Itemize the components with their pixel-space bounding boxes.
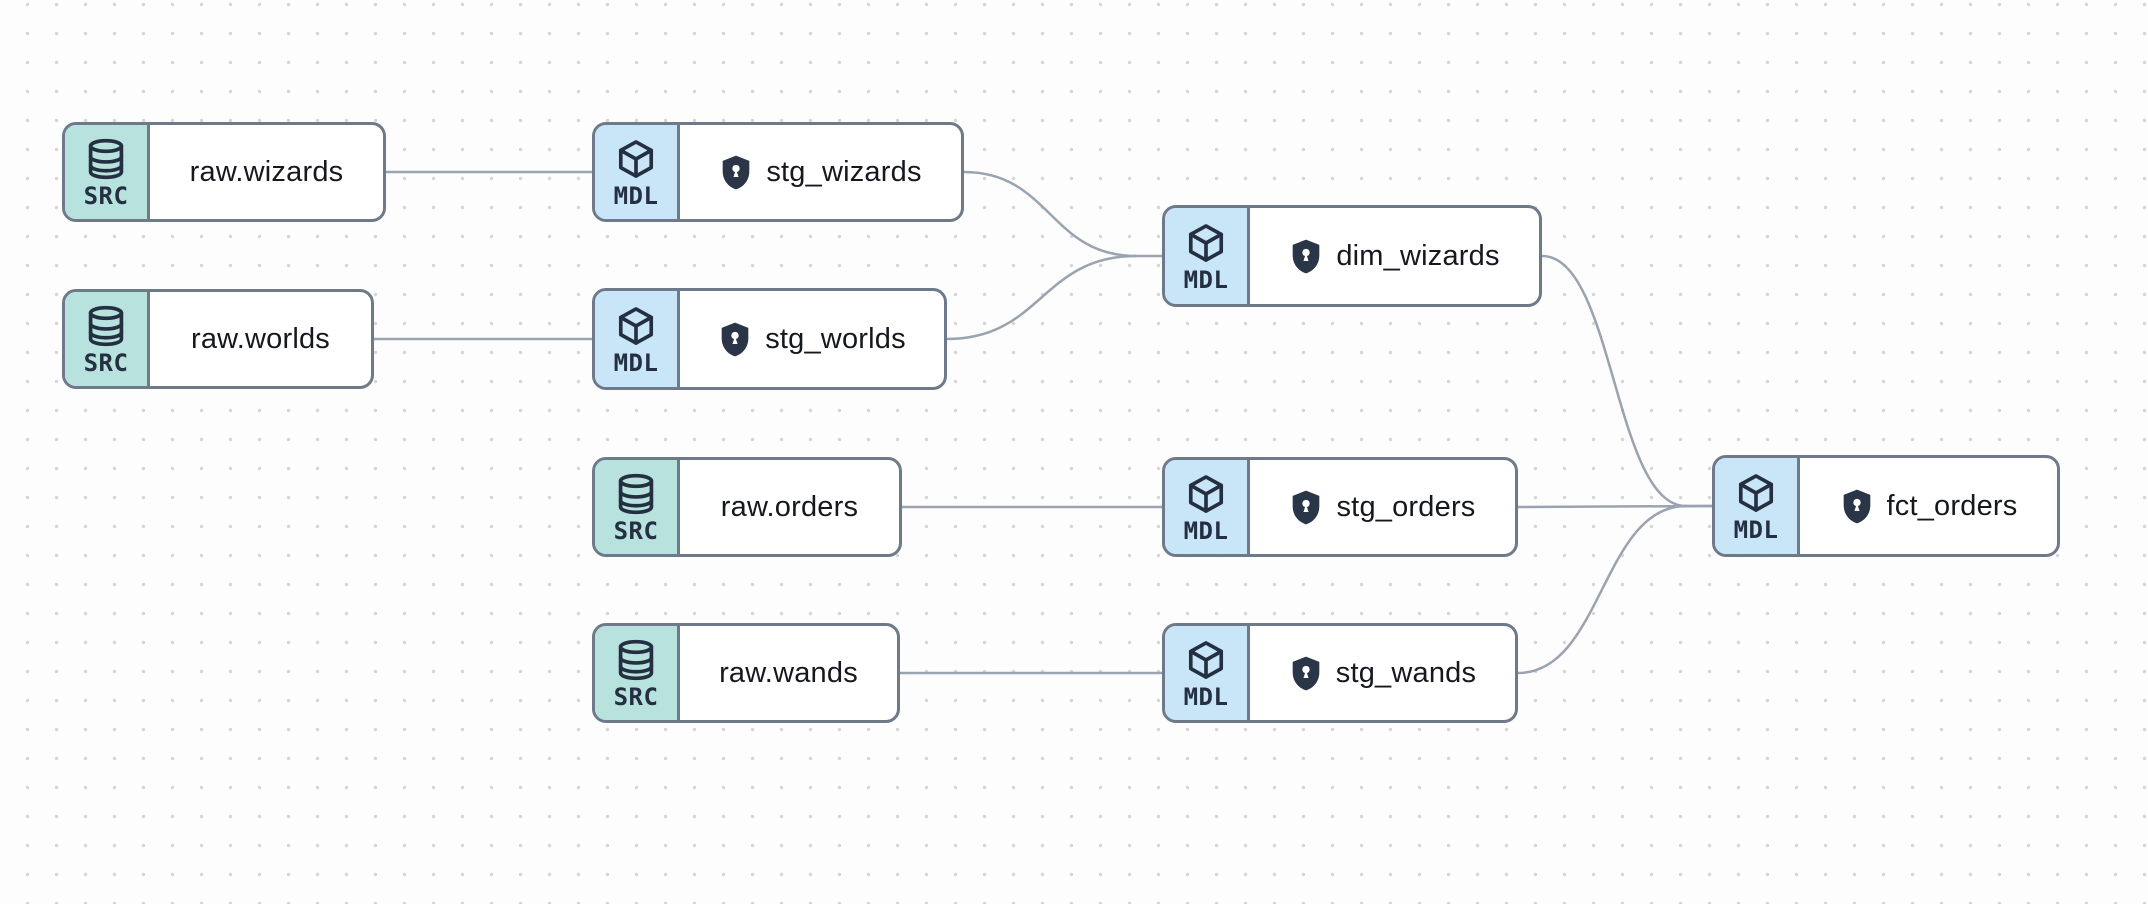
node-body: stg_orders bbox=[1250, 460, 1515, 554]
node-body: dim_wizards bbox=[1250, 208, 1539, 304]
node-body: raw.worlds bbox=[150, 292, 371, 386]
shield-lock-icon bbox=[721, 322, 749, 356]
node-type-label: SRC bbox=[83, 181, 129, 210]
node-title: dim_wizards bbox=[1336, 239, 1500, 272]
node-type-badge: MDL bbox=[1165, 460, 1250, 554]
node-title: raw.wizards bbox=[189, 155, 344, 188]
cube-icon bbox=[1188, 474, 1224, 513]
node-body: raw.wizards bbox=[150, 125, 383, 219]
cube-icon bbox=[618, 306, 654, 345]
node-type-badge: SRC bbox=[65, 292, 150, 386]
edge-stg-worlds-to-dim-wizards bbox=[945, 254, 1138, 341]
node-type-badge: SRC bbox=[65, 125, 150, 219]
node-body: raw.wands bbox=[680, 626, 897, 720]
edge-stg-wizards-to-dim-wizards bbox=[962, 170, 1138, 258]
database-icon bbox=[618, 473, 654, 514]
node-title: stg_wizards bbox=[766, 155, 922, 188]
node-title: stg_orders bbox=[1336, 490, 1476, 523]
cube-icon bbox=[1738, 473, 1774, 512]
node-type-label: MDL bbox=[1183, 682, 1229, 711]
node-type-label: MDL bbox=[1733, 515, 1779, 544]
edge-stg-wands-to-fct-orders bbox=[1516, 504, 1688, 675]
node-type-label: MDL bbox=[613, 348, 659, 377]
node-type-badge: MDL bbox=[1165, 208, 1250, 304]
node-type-label: SRC bbox=[613, 516, 659, 545]
node-title: fct_orders bbox=[1886, 489, 2018, 522]
node-title: stg_wands bbox=[1335, 656, 1477, 689]
node-title: raw.worlds bbox=[191, 322, 330, 355]
cube-icon bbox=[1188, 223, 1224, 262]
shield-lock-icon bbox=[723, 155, 750, 189]
node-type-badge: SRC bbox=[595, 626, 680, 720]
node-stg-wizards[interactable]: MDL stg_wizards bbox=[592, 122, 964, 222]
node-type-label: SRC bbox=[613, 682, 659, 711]
node-raw-worlds[interactable]: SRC raw.worlds bbox=[62, 289, 374, 389]
shield-lock-icon bbox=[1292, 656, 1320, 690]
node-type-label: MDL bbox=[1183, 516, 1229, 545]
node-type-badge: MDL bbox=[595, 125, 680, 219]
node-fct-orders[interactable]: MDL fct_orders bbox=[1712, 455, 2060, 557]
node-title: stg_worlds bbox=[765, 322, 906, 355]
node-body: stg_wands bbox=[1250, 626, 1515, 720]
edge-dim-wizards-to-fct-orders bbox=[1540, 254, 1688, 508]
node-title: raw.orders bbox=[720, 490, 859, 523]
node-stg-worlds[interactable]: MDL stg_worlds bbox=[592, 288, 947, 390]
node-title: raw.wands bbox=[719, 656, 858, 689]
shield-lock-icon bbox=[1293, 490, 1320, 524]
node-type-badge: MDL bbox=[595, 291, 680, 387]
node-stg-orders[interactable]: MDL stg_orders bbox=[1162, 457, 1518, 557]
node-raw-wizards[interactable]: SRC raw.wizards bbox=[62, 122, 386, 222]
database-icon bbox=[88, 305, 124, 346]
node-type-badge: SRC bbox=[595, 460, 680, 554]
node-body: fct_orders bbox=[1800, 458, 2057, 554]
node-dim-wizards[interactable]: MDL dim_wizards bbox=[1162, 205, 1542, 307]
node-type-label: MDL bbox=[1183, 265, 1229, 294]
database-icon bbox=[618, 639, 654, 680]
database-icon bbox=[88, 138, 124, 179]
node-type-label: SRC bbox=[83, 348, 129, 377]
cube-icon bbox=[1188, 640, 1224, 679]
node-type-label: MDL bbox=[613, 181, 659, 210]
shield-lock-icon bbox=[1843, 489, 1870, 523]
node-raw-orders[interactable]: SRC raw.orders bbox=[592, 457, 902, 557]
cube-icon bbox=[618, 139, 654, 178]
node-stg-wands[interactable]: MDL stg_wands bbox=[1162, 623, 1518, 723]
shield-lock-icon bbox=[1292, 239, 1320, 273]
node-type-badge: MDL bbox=[1715, 458, 1800, 554]
node-raw-wands[interactable]: SRC raw.wands bbox=[592, 623, 900, 723]
node-body: stg_worlds bbox=[680, 291, 944, 387]
node-type-badge: MDL bbox=[1165, 626, 1250, 720]
node-body: raw.orders bbox=[680, 460, 899, 554]
node-body: stg_wizards bbox=[680, 125, 961, 219]
